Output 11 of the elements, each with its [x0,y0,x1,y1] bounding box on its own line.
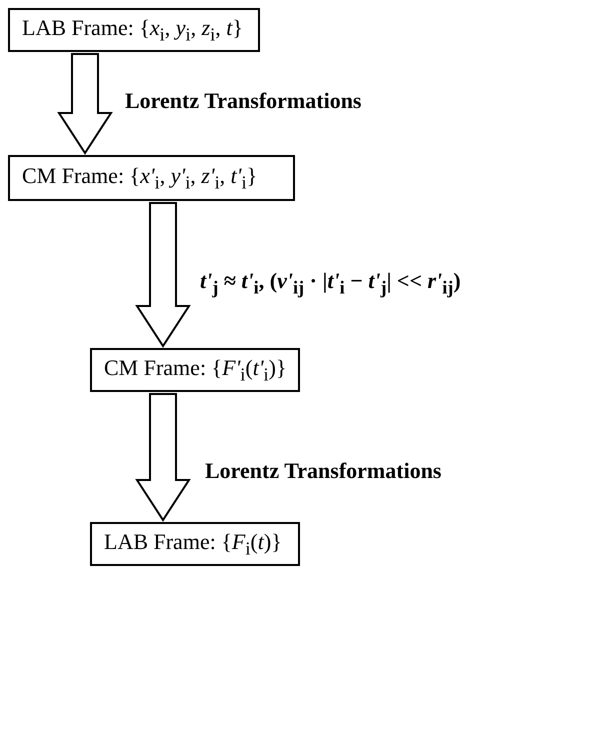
frame-label: CM Frame: {x'$_{i}$, y'$_{i}$, z'$_{i}$, t'$_{i}$} [22,162,258,194]
block-arrow [135,393,191,522]
frame-box [8,155,295,201]
frame-box [90,522,300,566]
block-arrow [135,202,191,348]
frame-label: CM Frame: {F'$_{i}$(t'$_{i}$)} [104,354,287,386]
frame-box [8,8,260,52]
frame-box [90,348,300,392]
frame-label: LAB Frame: {x$_{i}$, y$_{i}$, z$_{i}$, t} [22,14,243,46]
frame-label: LAB Frame: {F$_{i}$(t)} [104,528,282,560]
block-arrow [57,53,113,155]
